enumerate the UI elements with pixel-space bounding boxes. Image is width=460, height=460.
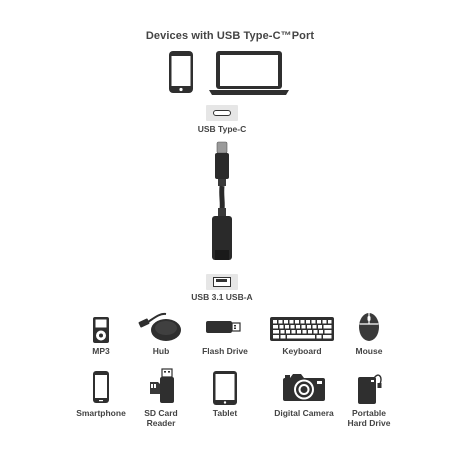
laptop-icon (207, 50, 291, 96)
mp3-player-icon (92, 316, 110, 344)
device-label-smartphone: Smartphone (76, 408, 126, 418)
device-label-sd-card-reader: SD Card Reader (144, 408, 178, 428)
usb-hub-icon (136, 308, 184, 344)
device-label-digital-camera: Digital Camera (274, 408, 334, 418)
portable-hard-drive-icon (356, 370, 384, 406)
tablet-icon (212, 370, 238, 406)
page-title: Devices with USB Type-C™Port (145, 30, 315, 42)
device-label-mp3: MP3 (92, 346, 110, 356)
device-label-keyboard: Keyboard (282, 346, 322, 356)
device-label-mouse: Mouse (355, 346, 383, 356)
usb-a-port-icon (206, 274, 238, 290)
smartphone-icon (92, 370, 110, 404)
phone-icon (168, 50, 194, 94)
digital-camera-icon (282, 372, 326, 402)
device-label-portable-hard-drive: Portable Hard Drive (347, 408, 391, 428)
usb-c-to-usb-a-adapter-icon (207, 140, 237, 265)
mouse-icon (358, 312, 380, 342)
device-label-hub: Hub (152, 346, 170, 356)
keyboard-icon (269, 316, 335, 342)
flash-drive-icon (205, 319, 241, 335)
usb-c-label: USB Type-C (197, 124, 247, 134)
sd-card-reader-icon (148, 368, 176, 404)
usb-a-label: USB 3.1 USB-A (191, 292, 253, 302)
device-label-tablet: Tablet (212, 408, 238, 418)
device-label-flash-drive: Flash Drive (202, 346, 248, 356)
usb-c-port-icon (206, 105, 238, 121)
